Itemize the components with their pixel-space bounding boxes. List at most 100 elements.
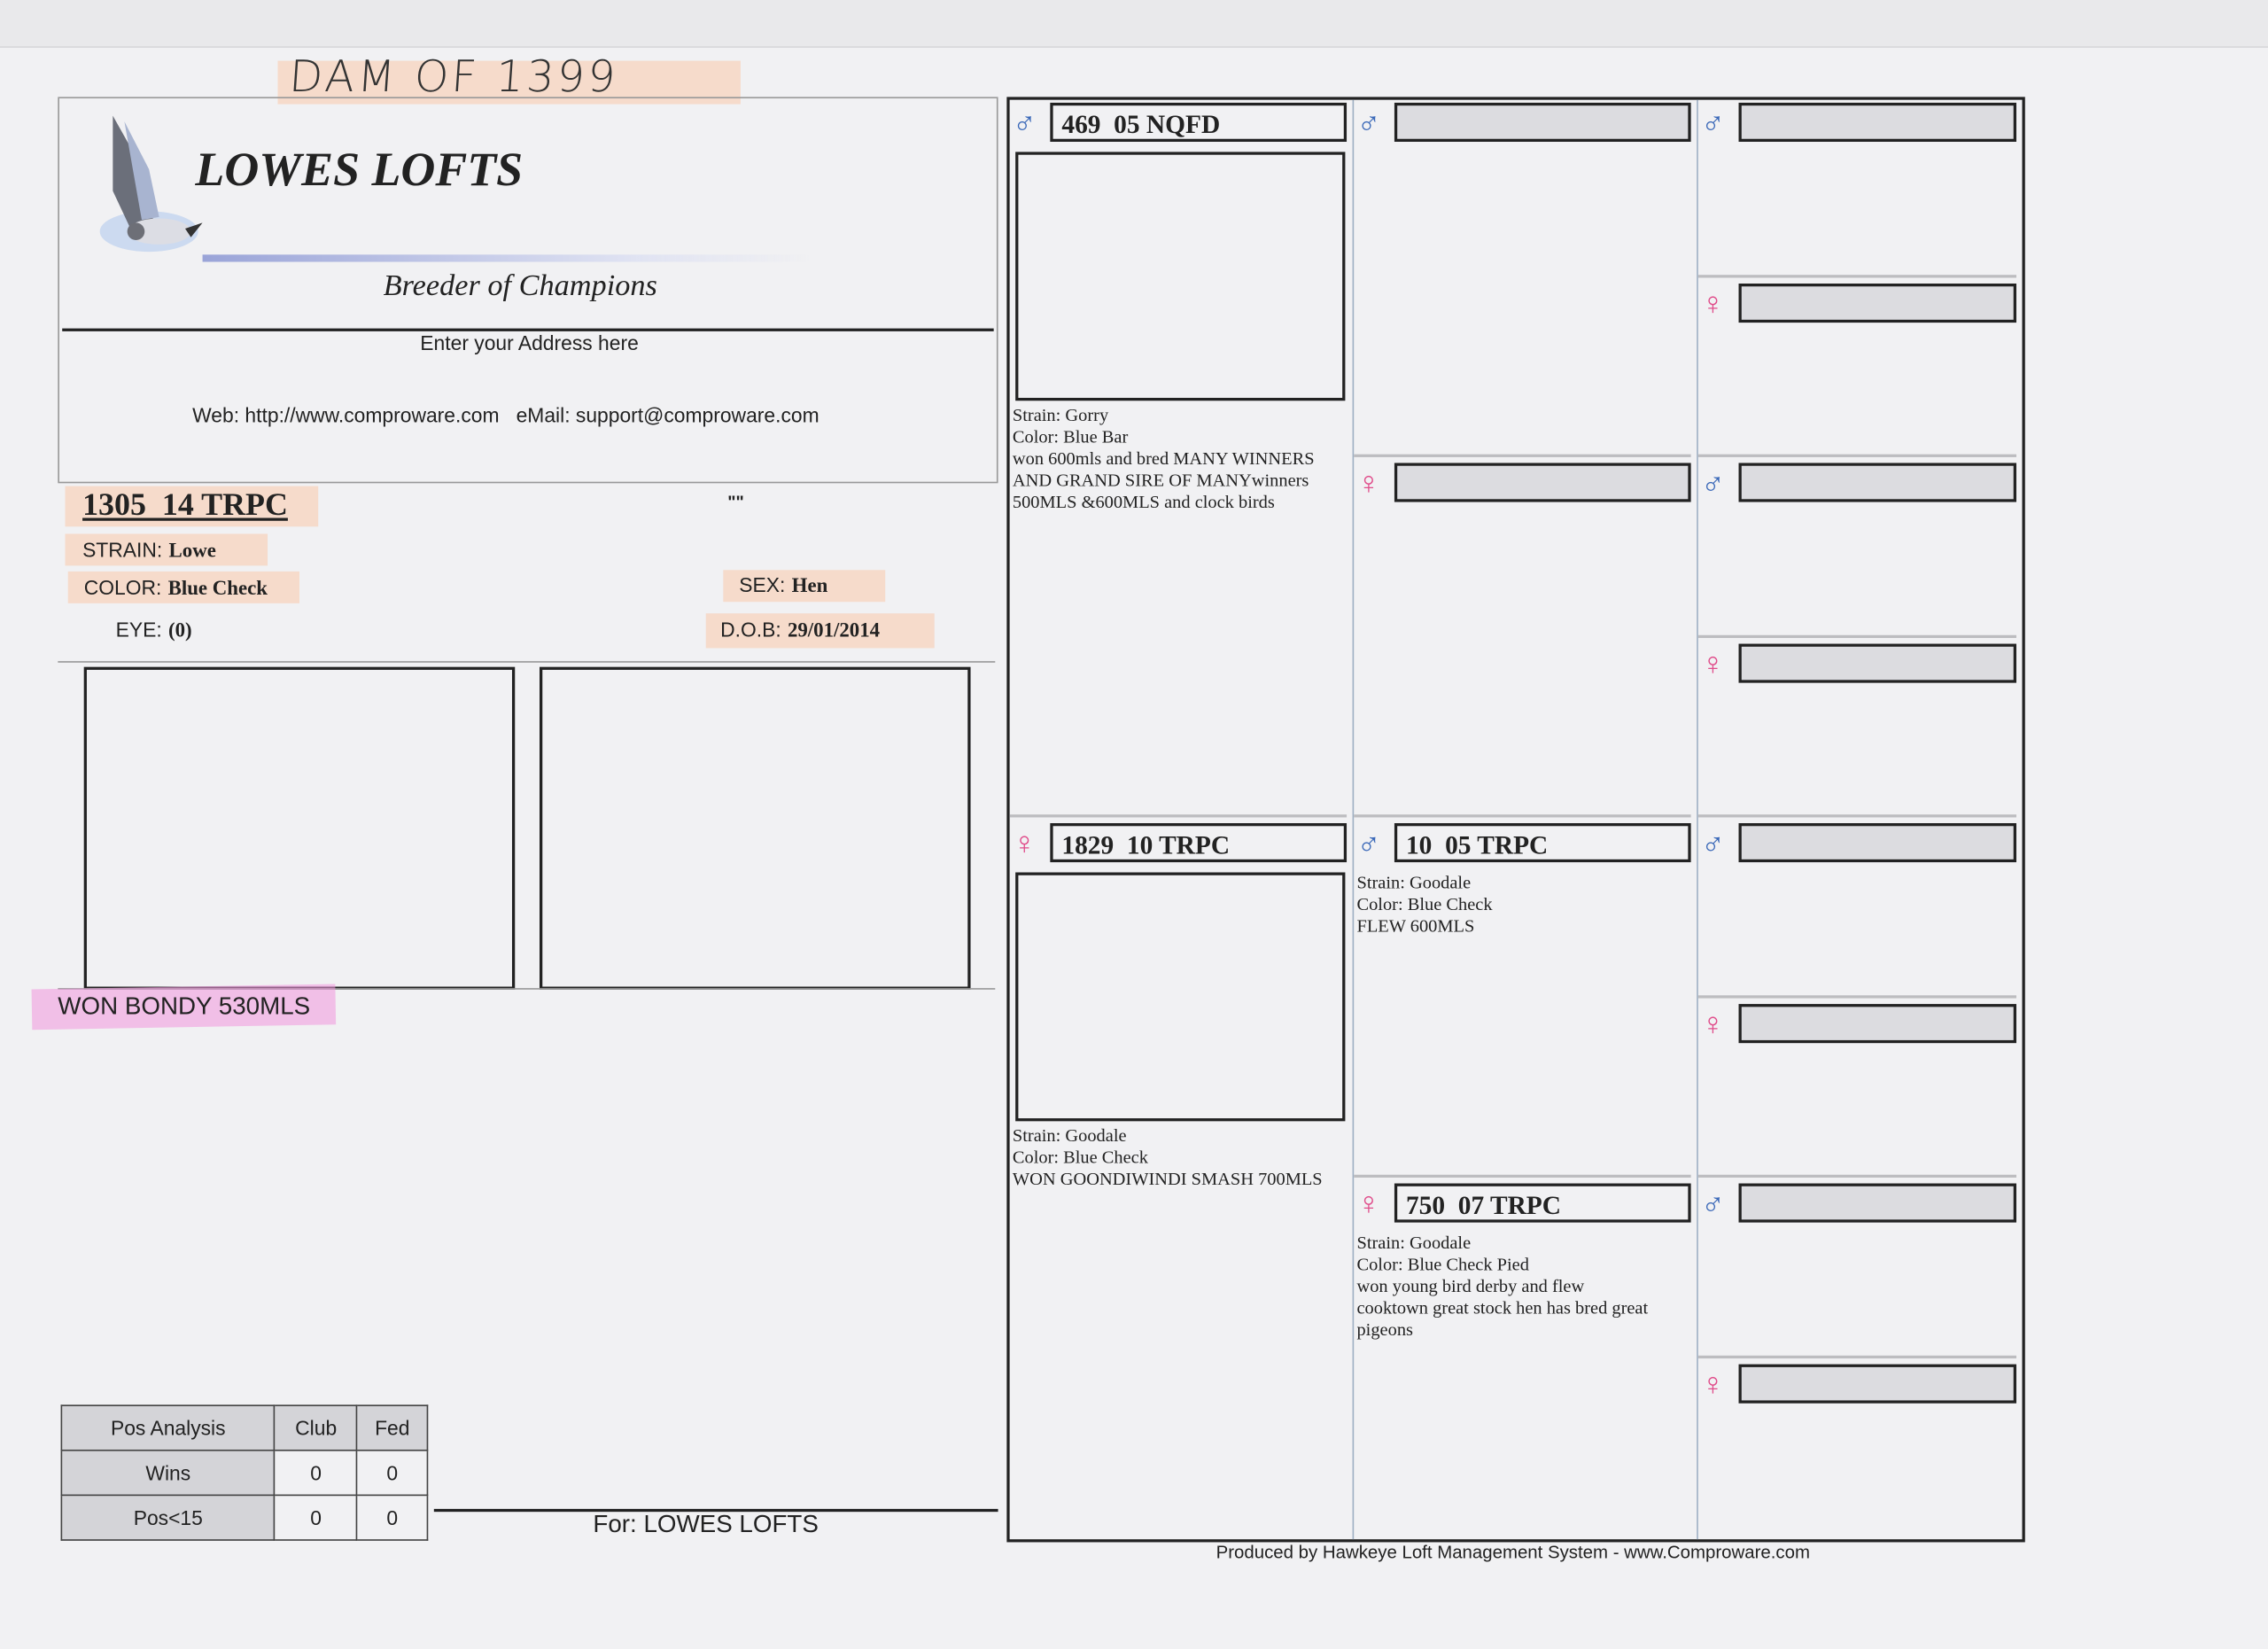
table-row: Pos<15 0 0 (60, 1494, 429, 1541)
table-header-row: Pos Analysis Club Fed (60, 1404, 429, 1451)
ancestor-info-line: Strain: Goodale (1356, 872, 1472, 893)
color-field: COLOR: Blue Check (84, 576, 268, 602)
ancestor-ring-1-1[interactable]: 1829 10 TRPC (1050, 823, 1348, 863)
ancestor-ring-2-2[interactable]: 10 05 TRPC (1394, 823, 1691, 863)
ancestor-ring-3-0[interactable] (1738, 102, 2016, 143)
bird-photo-right[interactable] (539, 666, 971, 990)
ancestor-ring-2-0[interactable] (1394, 102, 1691, 143)
ancestor-info-line: Color: Blue Bar (1012, 426, 1129, 447)
color-value: Blue Check (167, 579, 268, 601)
entry-divider (1697, 814, 2016, 818)
header-box (58, 97, 998, 484)
eye-value: (0) (167, 620, 192, 642)
bird-photo-left[interactable] (83, 666, 516, 990)
loft-name: LOWES LOFTS (195, 144, 524, 198)
male-symbol-icon: ♂ (1356, 104, 1381, 141)
entry-divider (1697, 1355, 2016, 1358)
cell: 0 (274, 1494, 358, 1541)
header-swoosh (202, 254, 811, 262)
male-symbol-icon: ♂ (1701, 104, 1725, 141)
ancestor-photo[interactable] (1015, 872, 1346, 1122)
pigeon-logo-icon (99, 115, 203, 253)
strain-highlight (65, 533, 268, 566)
ancestor-info-line: 500MLS &600MLS and clock birds (1012, 492, 1275, 512)
address: Enter your Address here (420, 331, 639, 355)
ancestor-info-line: cooktown great stock hen has bred great (1356, 1297, 1649, 1318)
header-cell: Club (274, 1404, 358, 1451)
ancestor-info-line: pigeons (1356, 1319, 1413, 1340)
ancestor-info-line: Color: Blue Check (1012, 1147, 1148, 1168)
ancestor-ring-3-2[interactable] (1738, 463, 2016, 502)
entry-divider (1354, 814, 1691, 818)
divider (58, 988, 996, 990)
dob-value: 29/01/2014 (787, 620, 881, 642)
ring-highlight (65, 486, 319, 527)
ancestor-ring-2-1[interactable] (1394, 463, 1691, 502)
sex-label: SEX: (739, 572, 786, 596)
cell: 0 (356, 1494, 429, 1541)
male-symbol-icon: ♂ (1701, 824, 1725, 861)
pos-analysis-table: Pos Analysis Club Fed Wins 0 0 Pos<15 0 … (60, 1404, 429, 1541)
dob-field: D.O.B: 29/01/2014 (720, 618, 880, 643)
row-label: Pos<15 (60, 1494, 276, 1541)
ancestor-ring-3-6[interactable] (1738, 1183, 2016, 1223)
strain-value: Lowe (168, 541, 216, 564)
ancestor-ring-3-7[interactable] (1738, 1363, 2016, 1403)
ancestor-info-line: Color: Blue Check (1356, 894, 1493, 914)
ancestor-ring-2-3[interactable]: 750 07 TRPC (1394, 1183, 1691, 1223)
ancestor-ring-3-5[interactable] (1738, 1003, 2016, 1043)
entry-divider (1697, 994, 2016, 998)
female-symbol-icon: ♀ (1701, 1004, 1725, 1041)
entry-divider (1697, 454, 2016, 457)
sex-field: SEX: Hen (739, 573, 827, 599)
ancestor-info-line: Strain: Gorry (1012, 405, 1109, 426)
ancestor-info-line: Strain: Goodale (1012, 1125, 1127, 1147)
ancestor-ring-1-0[interactable]: 469 05 NQFD (1050, 102, 1348, 143)
contact-line: Web: http://www.comproware.com eMail: su… (192, 403, 819, 427)
bird-note: WON BONDY 530MLS (58, 992, 311, 1021)
note-highlight (277, 60, 741, 105)
for-label: For: LOWES LOFTS (593, 1510, 819, 1538)
ancestor-info-line: won 600mls and bred MANY WINNERS (1012, 448, 1315, 469)
female-symbol-icon: ♀ (1701, 644, 1725, 681)
entry-divider (1697, 1174, 2016, 1178)
female-symbol-icon: ♀ (1701, 1365, 1725, 1402)
tagline: Breeder of Champions (383, 268, 657, 303)
female-symbol-icon: ♀ (1356, 1185, 1381, 1221)
male-symbol-icon: ♂ (1701, 464, 1725, 501)
column-divider (1697, 99, 1698, 1540)
female-symbol-icon: ♀ (1701, 284, 1725, 321)
entry-divider (1354, 454, 1691, 457)
scan-edge (0, 0, 2268, 48)
header-cell: Pos Analysis (60, 1404, 276, 1451)
ancestor-ring-3-4[interactable] (1738, 823, 2016, 863)
ancestor-ring-3-3[interactable] (1738, 642, 2016, 682)
ancestor-photo[interactable] (1015, 152, 1346, 401)
strain-label: STRAIN: (82, 538, 163, 562)
produced-by: Produced by Hawkeye Loft Management Syst… (1216, 1542, 1810, 1563)
strain-field: STRAIN: Lowe (82, 538, 216, 564)
ancestor-info-line: FLEW 600MLS (1356, 915, 1475, 937)
handwritten-note: DAM OF 1399 (287, 51, 620, 103)
ancestor-info-line: Strain: Goodale (1356, 1233, 1472, 1253)
bird-name: "" (727, 492, 744, 512)
eye-field: EYE: (0) (116, 618, 192, 643)
male-symbol-icon: ♂ (1356, 824, 1381, 861)
male-symbol-icon: ♂ (1012, 104, 1037, 141)
sex-value: Hen (791, 575, 828, 598)
divider (58, 661, 996, 663)
ancestor-info-line: WON GOONDIWINDI SMASH 700MLS (1012, 1169, 1323, 1190)
ancestor-ring-3-1[interactable] (1738, 283, 2016, 323)
signature-line (433, 1508, 998, 1513)
cell: 0 (274, 1449, 358, 1497)
color-highlight (67, 571, 299, 603)
sex-highlight (723, 570, 886, 603)
dob-highlight (705, 613, 935, 649)
entry-divider (1697, 274, 2016, 277)
dob-label: D.O.B: (720, 618, 781, 642)
column-divider (1352, 99, 1355, 1540)
bird-ring: 1305 14 TRPC (82, 486, 288, 523)
female-symbol-icon: ♀ (1012, 824, 1037, 861)
female-symbol-icon: ♀ (1356, 464, 1381, 501)
